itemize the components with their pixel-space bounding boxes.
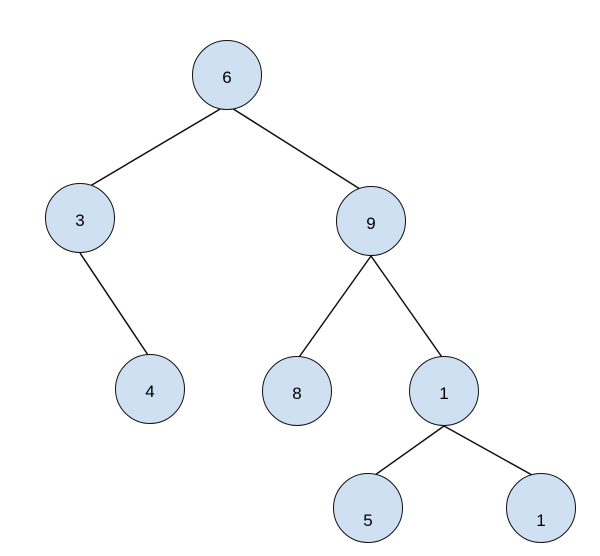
node-value: 6 [222, 67, 232, 87]
edge-right-rightright [370, 255, 445, 361]
node-value: 5 [363, 510, 373, 530]
tree-node-right: 9 [336, 186, 406, 256]
edge-rightright-rrr [443, 425, 542, 481]
node-value: 9 [366, 213, 376, 233]
edge-root-left [79, 104, 228, 193]
edge-right-rightleft [296, 255, 372, 361]
tree-node-right-right: 1 [409, 356, 479, 426]
edge-left-leftright [79, 252, 151, 359]
tree-node-right-right-right: 1 [506, 473, 576, 543]
node-value: 1 [536, 510, 546, 530]
tree-node-left: 3 [45, 183, 115, 253]
tree-node-root: 6 [192, 40, 262, 110]
node-value: 3 [75, 210, 85, 230]
tree-node-right-right-left: 5 [333, 473, 403, 543]
node-value: 8 [292, 383, 302, 403]
node-value: 1 [439, 383, 449, 403]
edge-root-right [226, 104, 372, 197]
edge-rightright-rrl [367, 425, 445, 481]
tree-node-left-right: 4 [115, 354, 185, 424]
tree-node-right-left: 8 [262, 356, 332, 426]
node-value: 4 [145, 381, 155, 401]
